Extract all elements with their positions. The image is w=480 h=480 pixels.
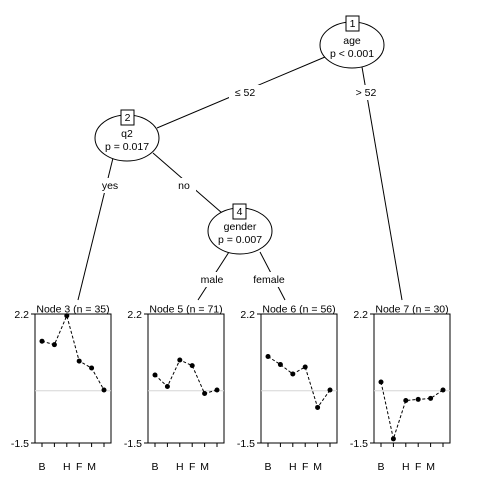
x-tick-label: F — [189, 461, 195, 473]
data-point — [403, 397, 409, 403]
y-tick-label: 2.2 — [14, 309, 29, 321]
node-variable: q2 — [121, 128, 133, 140]
inner-node-2: 2 q2 p = 0.017 — [94, 109, 160, 162]
edge-label-q2-left: yes — [102, 180, 118, 192]
node-id: 2 — [125, 112, 131, 124]
data-point — [315, 404, 321, 410]
x-tick-label: M — [200, 461, 209, 473]
x-tick-label: M — [426, 461, 435, 473]
data-point — [440, 387, 446, 393]
node-pvalue: p = 0.017 — [105, 141, 149, 153]
node-variable: age — [343, 35, 361, 47]
data-point — [101, 387, 107, 393]
panel-header-bg — [259, 302, 341, 315]
y-tick-label: -1.5 — [124, 438, 142, 450]
inner-node-4: 4 gender p = 0.007 — [207, 203, 273, 255]
edge-label-age-right: > 52 — [356, 87, 377, 99]
data-point — [378, 379, 384, 385]
panel-header: Node 3 (n = 35) — [36, 304, 109, 316]
data-point — [390, 436, 396, 442]
y-tick-label: 2.2 — [127, 309, 142, 321]
inner-node-1: 1 age p < 0.001 — [319, 15, 385, 69]
data-point — [152, 372, 158, 378]
node-pvalue: p < 0.001 — [330, 48, 374, 60]
data-point — [189, 363, 195, 369]
panel-header-bg — [372, 302, 454, 315]
data-point — [202, 390, 208, 396]
panel-header-bg — [146, 302, 228, 315]
data-point — [164, 384, 170, 390]
data-point — [428, 395, 434, 401]
x-tick-label: F — [415, 461, 421, 473]
node-pvalue: p = 0.007 — [218, 234, 262, 246]
data-point — [214, 387, 220, 393]
panel-frame — [260, 313, 338, 444]
node-variable: gender — [224, 221, 257, 233]
x-tick-label: B — [151, 461, 158, 473]
x-tick-label: B — [38, 461, 45, 473]
y-tick-label: -1.5 — [237, 438, 255, 450]
data-point — [327, 387, 333, 393]
data-point — [39, 338, 45, 344]
panel-frame — [34, 313, 112, 444]
y-tick-label: -1.5 — [11, 438, 29, 450]
data-point — [277, 362, 283, 368]
edge-label-gender-right: female — [253, 274, 285, 286]
data-point — [290, 371, 296, 377]
data-point — [89, 365, 95, 371]
edge-label-gender-left: male — [201, 274, 224, 286]
x-tick-label: F — [302, 461, 308, 473]
y-tick-label: -1.5 — [350, 438, 368, 450]
profile-line — [267, 356, 331, 409]
x-tick-label: H — [289, 461, 297, 473]
panel-header-bg — [33, 302, 115, 315]
profile-line — [41, 314, 105, 391]
panel-header: Node 6 (n = 56) — [262, 304, 335, 316]
node-id: 1 — [350, 18, 356, 30]
edge-label-age-left: ≤ 52 — [235, 87, 256, 99]
x-tick-label: B — [377, 461, 384, 473]
x-tick-label: H — [63, 461, 71, 473]
data-point — [76, 358, 82, 364]
edge-age-right — [361, 66, 403, 301]
panel-header: Node 7 (n = 30) — [375, 304, 448, 316]
node-id: 4 — [237, 206, 243, 218]
data-point — [64, 313, 70, 319]
x-tick-label: H — [176, 461, 184, 473]
data-point — [177, 357, 183, 363]
data-point — [302, 364, 308, 370]
x-tick-label: H — [402, 461, 410, 473]
data-point — [51, 342, 57, 348]
x-tick-label: M — [87, 461, 96, 473]
data-point — [415, 396, 421, 402]
data-point — [265, 354, 271, 360]
panel-frame — [147, 313, 225, 444]
y-tick-label: 2.2 — [353, 309, 368, 321]
edge-label-q2-right: no — [178, 180, 190, 192]
y-tick-label: 2.2 — [240, 309, 255, 321]
panel-header: Node 5 (n = 71) — [149, 304, 222, 316]
x-tick-label: F — [76, 461, 82, 473]
x-tick-label: M — [313, 461, 322, 473]
profile-line — [154, 359, 218, 395]
panel-frame — [373, 313, 451, 444]
x-tick-label: B — [264, 461, 271, 473]
